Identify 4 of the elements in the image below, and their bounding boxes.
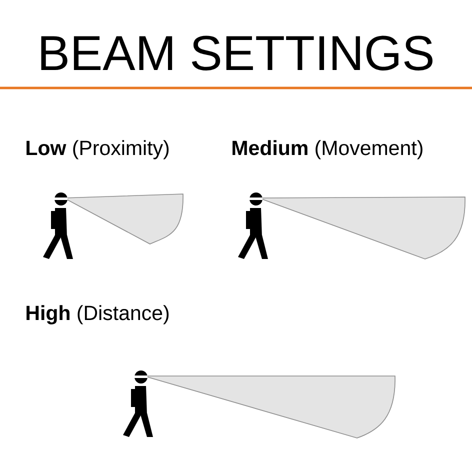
beam-label: Medium (Movement) [232,140,422,160]
beam-label: Low (Proximity) [26,140,169,160]
title: BEAM SETTINGS [41,36,432,70]
beam-label: High (Distance) [26,305,169,324]
